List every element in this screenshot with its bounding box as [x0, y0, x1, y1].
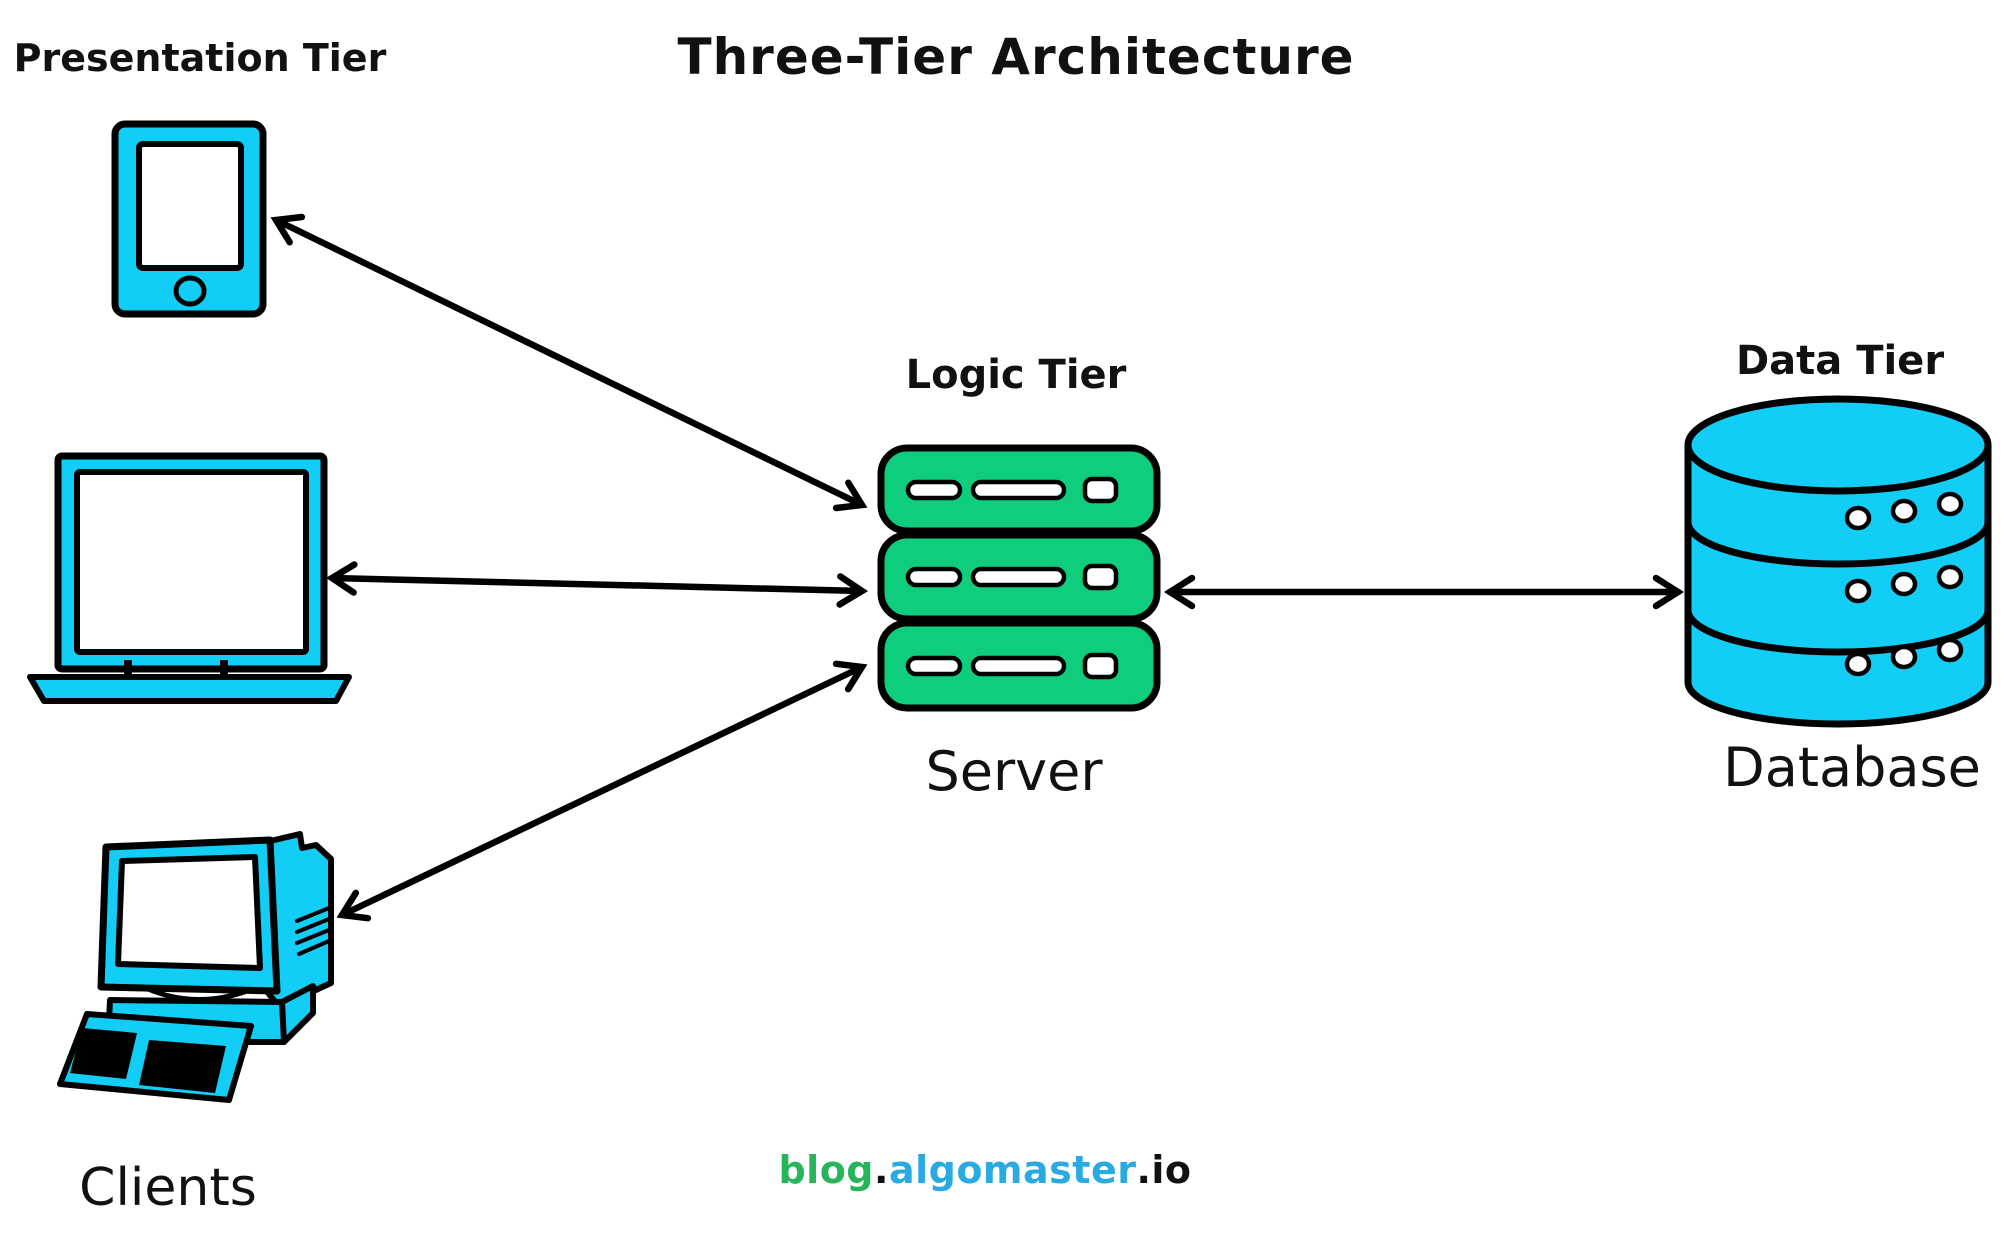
smartphone-icon — [111, 120, 267, 318]
footer-segment: algomaster — [888, 1148, 1137, 1192]
server-unit — [877, 619, 1161, 712]
database-cylinder-icon — [1684, 395, 1992, 728]
laptop-icon — [27, 452, 352, 704]
footer-segment: io — [1151, 1148, 1192, 1192]
footer-branding: blog.algomaster.io — [778, 1148, 1191, 1192]
data-tier-label: Data Tier — [1735, 338, 1945, 384]
diagram-title: Three-Tier Architecture — [677, 28, 1355, 86]
laptop-server-arrow — [325, 561, 869, 608]
logic-tier-label: Logic Tier — [905, 352, 1127, 398]
clients-caption: Clients — [79, 1158, 257, 1218]
footer-segment: blog — [778, 1148, 875, 1192]
connection-arrows — [270, 213, 1685, 922]
footer-segment: . — [1136, 1148, 1152, 1192]
server-stack-icon — [877, 444, 1161, 712]
smartphone-server-arrow — [270, 213, 868, 512]
database-caption: Database — [1723, 736, 1981, 799]
desktop-computer-icon — [57, 831, 334, 1103]
server-unit — [877, 444, 1161, 535]
presentation-tier-label: Presentation Tier — [13, 36, 387, 80]
footer-segment: . — [874, 1148, 889, 1192]
database-dots — [1844, 491, 1964, 677]
desktop-server-arrow — [336, 660, 868, 922]
server-caption: Server — [925, 740, 1103, 803]
server-unit — [877, 531, 1161, 623]
